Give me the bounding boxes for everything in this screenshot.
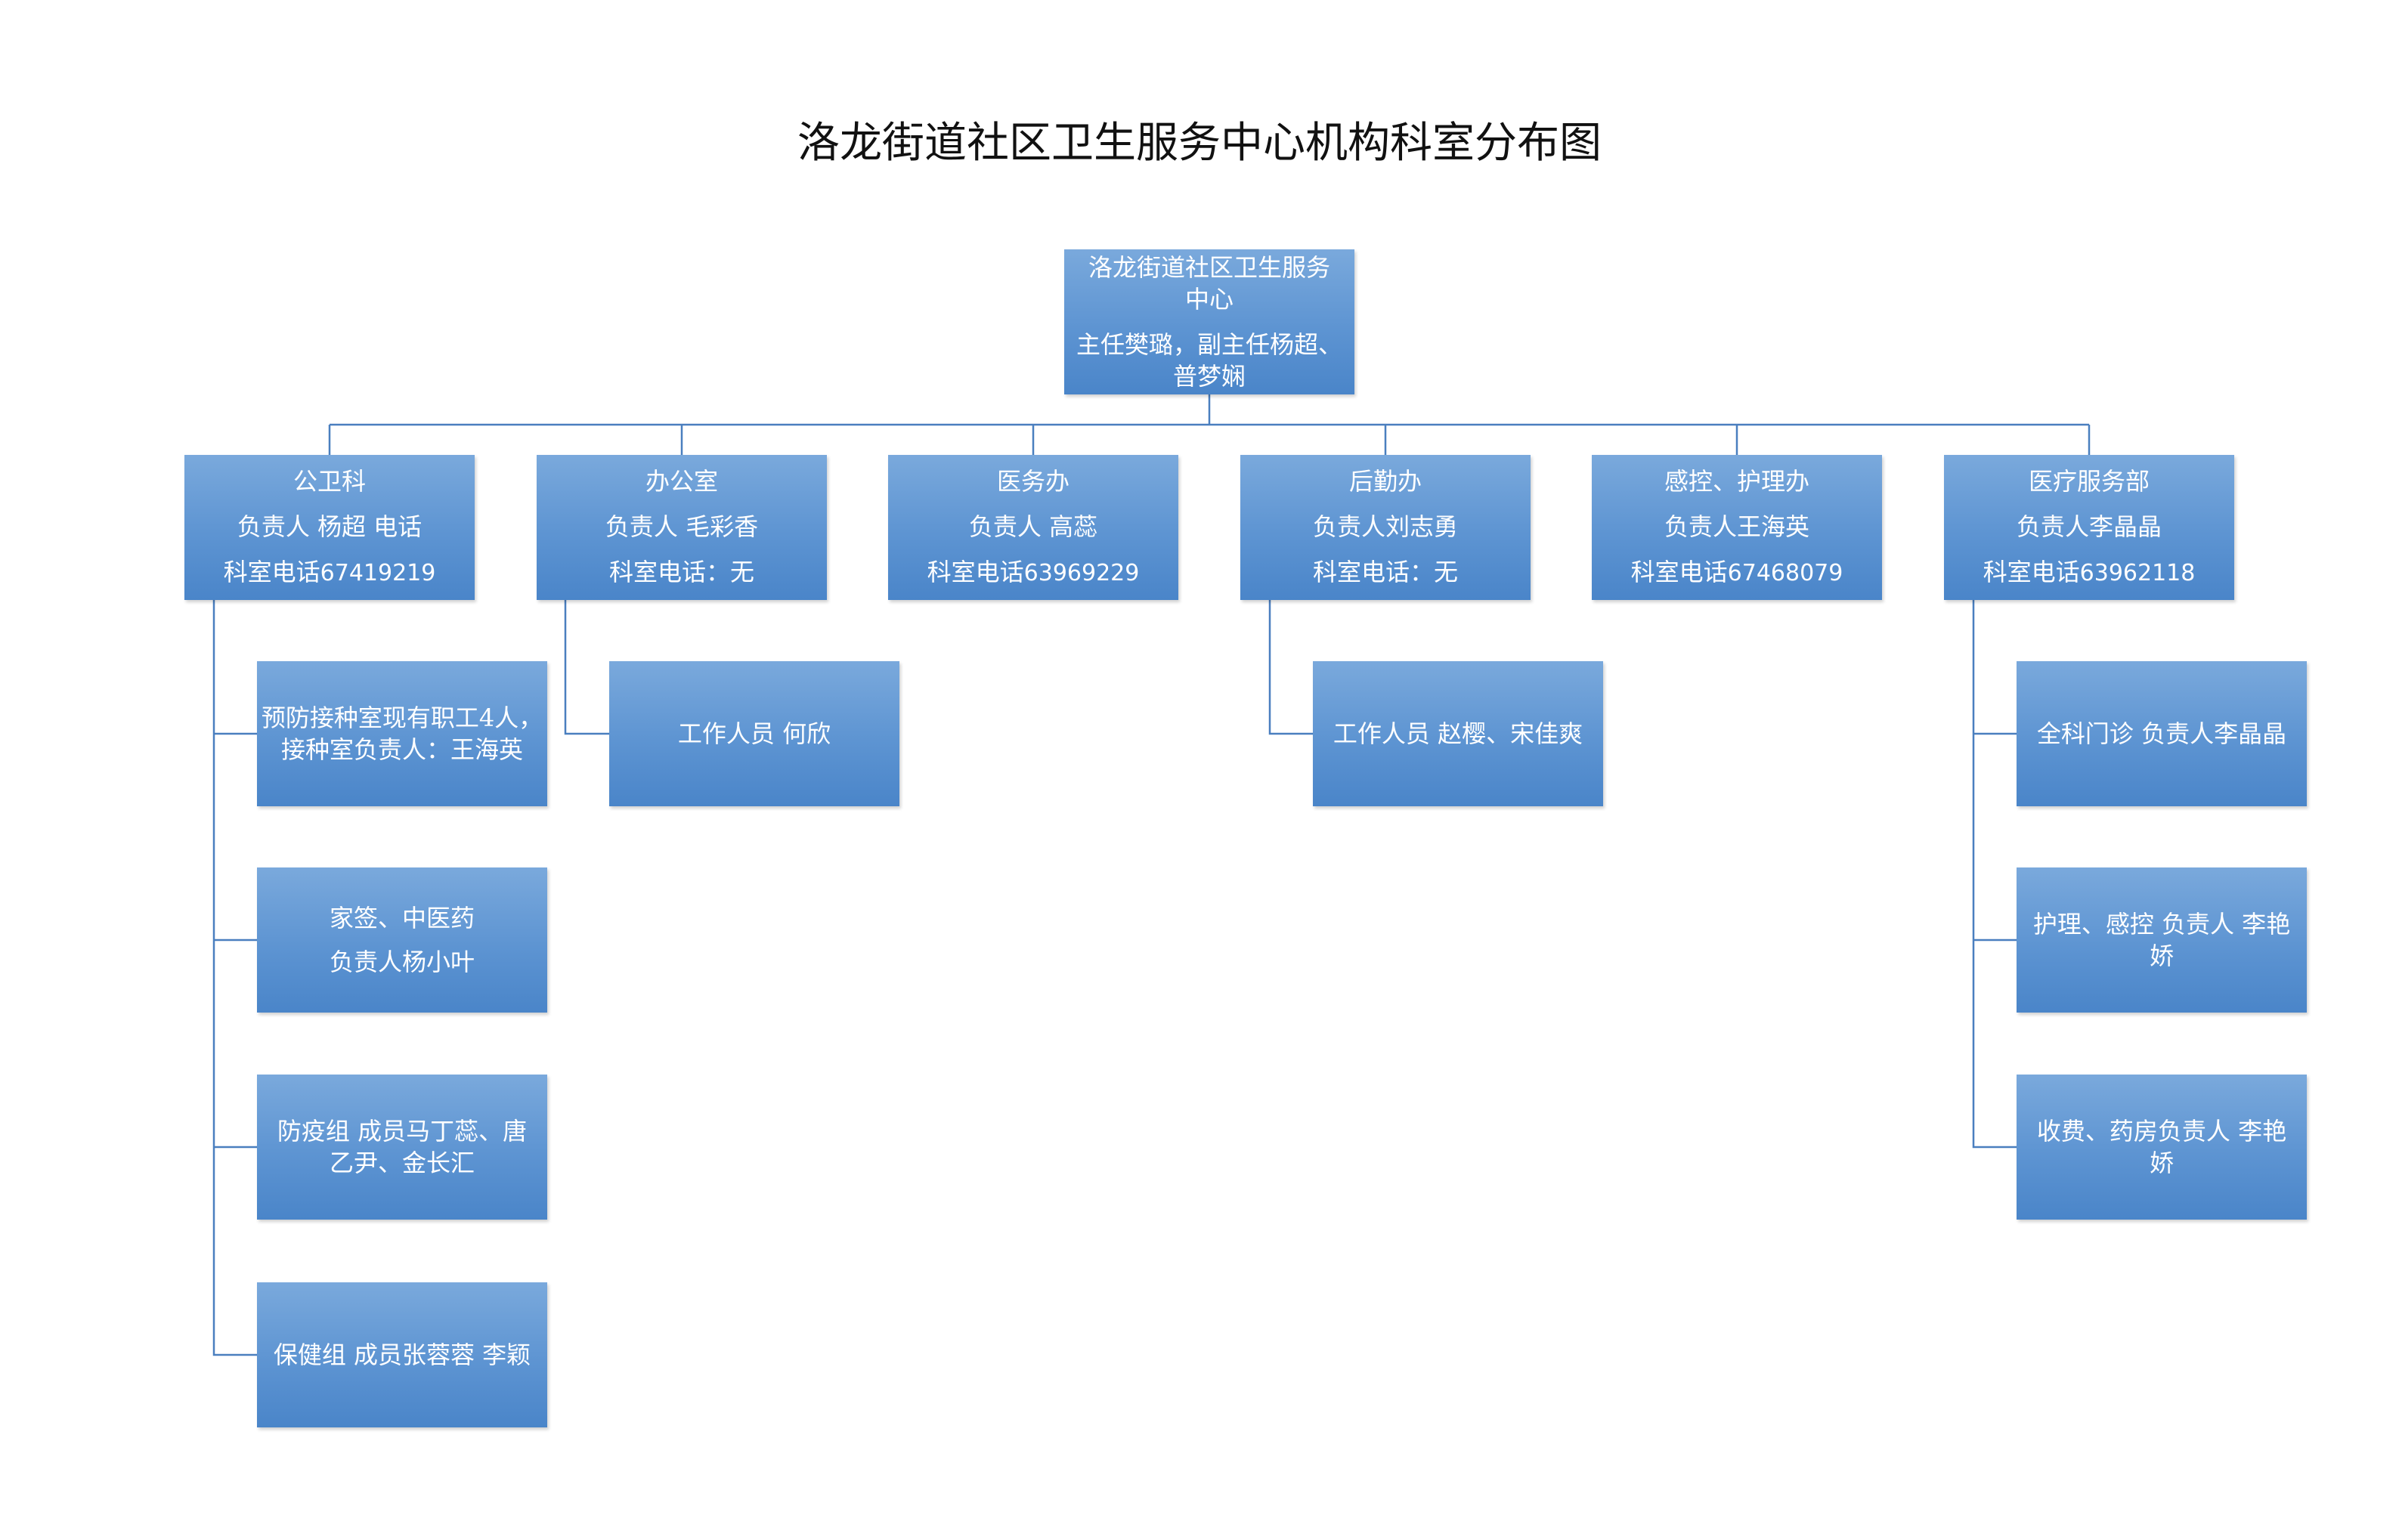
dept-office: 办公室 负责人 毛彩香 科室电话：无 <box>537 455 827 600</box>
sub-gongwei-family-tcm: 家签、中医药 负责人杨小叶 <box>257 867 547 1013</box>
dept-head: 负责人 杨超 电话 <box>237 512 423 541</box>
sub-line: 负责人杨小叶 <box>329 948 475 976</box>
sub-gongwei-vaccination: 预防接种室现有职工4人， 接种室负责人：王海英 <box>257 661 547 806</box>
sub-medical-pharmacy: 收费、药房负责人 李艳 娇 <box>2017 1075 2307 1220</box>
connector-medical <box>1972 600 2017 1149</box>
dept-medical-affairs: 医务办 负责人 高蕊 科室电话63969229 <box>888 455 1178 600</box>
dept-phone-label: 科室电话 <box>1630 558 1728 586</box>
dept-name: 医疗服务部 <box>2028 467 2150 496</box>
chart-title: 洛龙街道社区卫生服务中心机构科室分布图 <box>797 119 1602 168</box>
sub-line: 娇 <box>2149 1149 2174 1177</box>
dept-name: 公卫科 <box>293 467 366 496</box>
dept-gongwei: 公卫科 负责人 杨超 电话 科室电话67419219 <box>184 455 475 600</box>
connector-logistics <box>1268 600 1313 735</box>
sub-line: 收费、药房负责人 李艳 <box>2036 1117 2287 1146</box>
dept-infection-nursing: 感控、护理办 负责人王海英 科室电话67468079 <box>1592 455 1882 600</box>
dept-phone-label: 科室电话：无 <box>1312 558 1458 586</box>
sub-gongwei-healthcare: 保健组 成员张蓉蓉 李颖 <box>257 1282 547 1427</box>
sub-logistics-staff: 工作人员 赵樱、宋佳爽 <box>1313 661 1603 806</box>
dept-phone-label: 科室电话 <box>1983 558 2080 586</box>
dept-head: 负责人 毛彩香 <box>605 512 759 541</box>
dept-name: 感控、护理办 <box>1664 467 1809 496</box>
sub-line: 家签、中医药 <box>329 904 475 932</box>
sub-line: 防疫组 成员马丁蕊、唐 <box>277 1117 528 1146</box>
root-name-line-2: 中心 <box>1184 285 1234 314</box>
sub-line: 接种室负责人：王海英 <box>280 735 523 764</box>
sub-medical-general-clinic: 全科门诊 负责人李晶晶 <box>2017 661 2307 806</box>
sub-line: 预防接种室现有职工4人， <box>261 704 543 732</box>
dept-phone: 67419219 <box>320 560 436 586</box>
dept-phone: 67468079 <box>1727 560 1843 586</box>
dept-logistics: 后勤办 负责人刘志勇 科室电话：无 <box>1240 455 1531 600</box>
dept-head: 负责人李晶晶 <box>2016 512 2162 541</box>
dept-phone-label: 科室电话 <box>223 558 320 586</box>
dept-phone: 63962118 <box>2079 560 2196 586</box>
dept-name: 办公室 <box>645 467 718 496</box>
connector-gongwei <box>212 600 257 1356</box>
root-node: 洛龙街道社区卫生服务 中心 主任樊璐，副主任杨超、 普梦娴 <box>1064 249 1354 394</box>
dept-name: 医务办 <box>996 467 1069 496</box>
root-leader-line-1: 主任樊璐，副主任杨超、 <box>1076 330 1342 359</box>
dept-phone: 63969229 <box>1023 560 1140 586</box>
sub-line: 全科门诊 负责人李晶晶 <box>2036 719 2287 748</box>
sub-line: 工作人员 赵樱、宋佳爽 <box>1333 719 1583 748</box>
sub-line: 乙尹、金长汇 <box>329 1149 475 1177</box>
dept-phone-label: 科室电话：无 <box>608 558 754 586</box>
root-leader-line-2: 普梦娴 <box>1172 362 1246 391</box>
dept-head: 负责人刘志勇 <box>1312 512 1458 541</box>
sub-line: 娇 <box>2149 942 2174 970</box>
dept-medical-services: 医疗服务部 负责人李晶晶 科室电话63962118 <box>1944 455 2234 600</box>
dept-name: 后勤办 <box>1348 467 1422 496</box>
sub-line: 工作人员 何欣 <box>677 719 831 748</box>
sub-line: 保健组 成员张蓉蓉 李颖 <box>273 1341 531 1369</box>
sub-medical-nursing: 护理、感控 负责人 李艳 娇 <box>2017 867 2307 1013</box>
connector-office <box>564 600 609 735</box>
sub-office-staff: 工作人员 何欣 <box>609 661 899 806</box>
dept-head: 负责人 高蕊 <box>968 512 1098 541</box>
sub-gongwei-epidemic: 防疫组 成员马丁蕊、唐 乙尹、金长汇 <box>257 1075 547 1220</box>
sub-line: 护理、感控 负责人 李艳 <box>2032 910 2291 939</box>
dept-head: 负责人王海英 <box>1664 512 1809 541</box>
dept-phone-label: 科室电话 <box>927 558 1024 586</box>
root-name-line-1: 洛龙街道社区卫生服务 <box>1088 253 1330 282</box>
